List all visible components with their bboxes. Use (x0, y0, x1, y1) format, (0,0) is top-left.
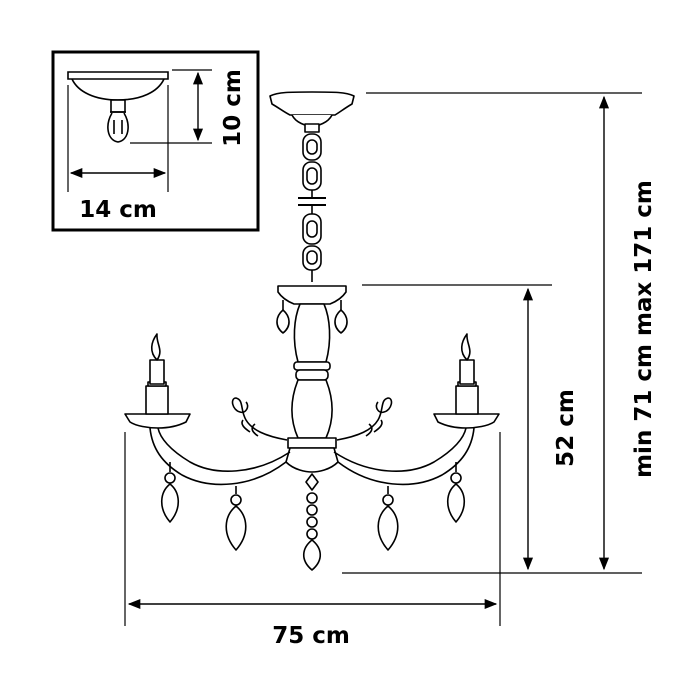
inset-width-dimension (67, 85, 169, 192)
inset-frame (51, 50, 260, 232)
left-candle (124, 333, 191, 429)
total-height-label: min 71 cm max 171 cm (631, 180, 657, 478)
chain (298, 133, 326, 282)
body-height-dimension (362, 284, 552, 571)
total-height-dimension (342, 92, 642, 574)
ceiling-canopy (269, 91, 355, 133)
width-dimension (124, 432, 501, 626)
width-label: 75 cm (272, 623, 350, 649)
inset-canopy (67, 71, 169, 143)
inset-height-dimension (130, 69, 212, 144)
chandelier (124, 91, 500, 571)
chandelier-arms (149, 397, 475, 486)
right-candle (433, 333, 500, 429)
inset-height-label: 10 cm (220, 69, 246, 147)
inset-width-label: 14 cm (79, 197, 157, 223)
crystal-drops (160, 462, 466, 571)
body-height-label: 52 cm (553, 389, 579, 467)
upper-crown (276, 285, 348, 334)
central-column (285, 303, 339, 473)
canopy-inset: 10 cm 14 cm (51, 50, 260, 232)
